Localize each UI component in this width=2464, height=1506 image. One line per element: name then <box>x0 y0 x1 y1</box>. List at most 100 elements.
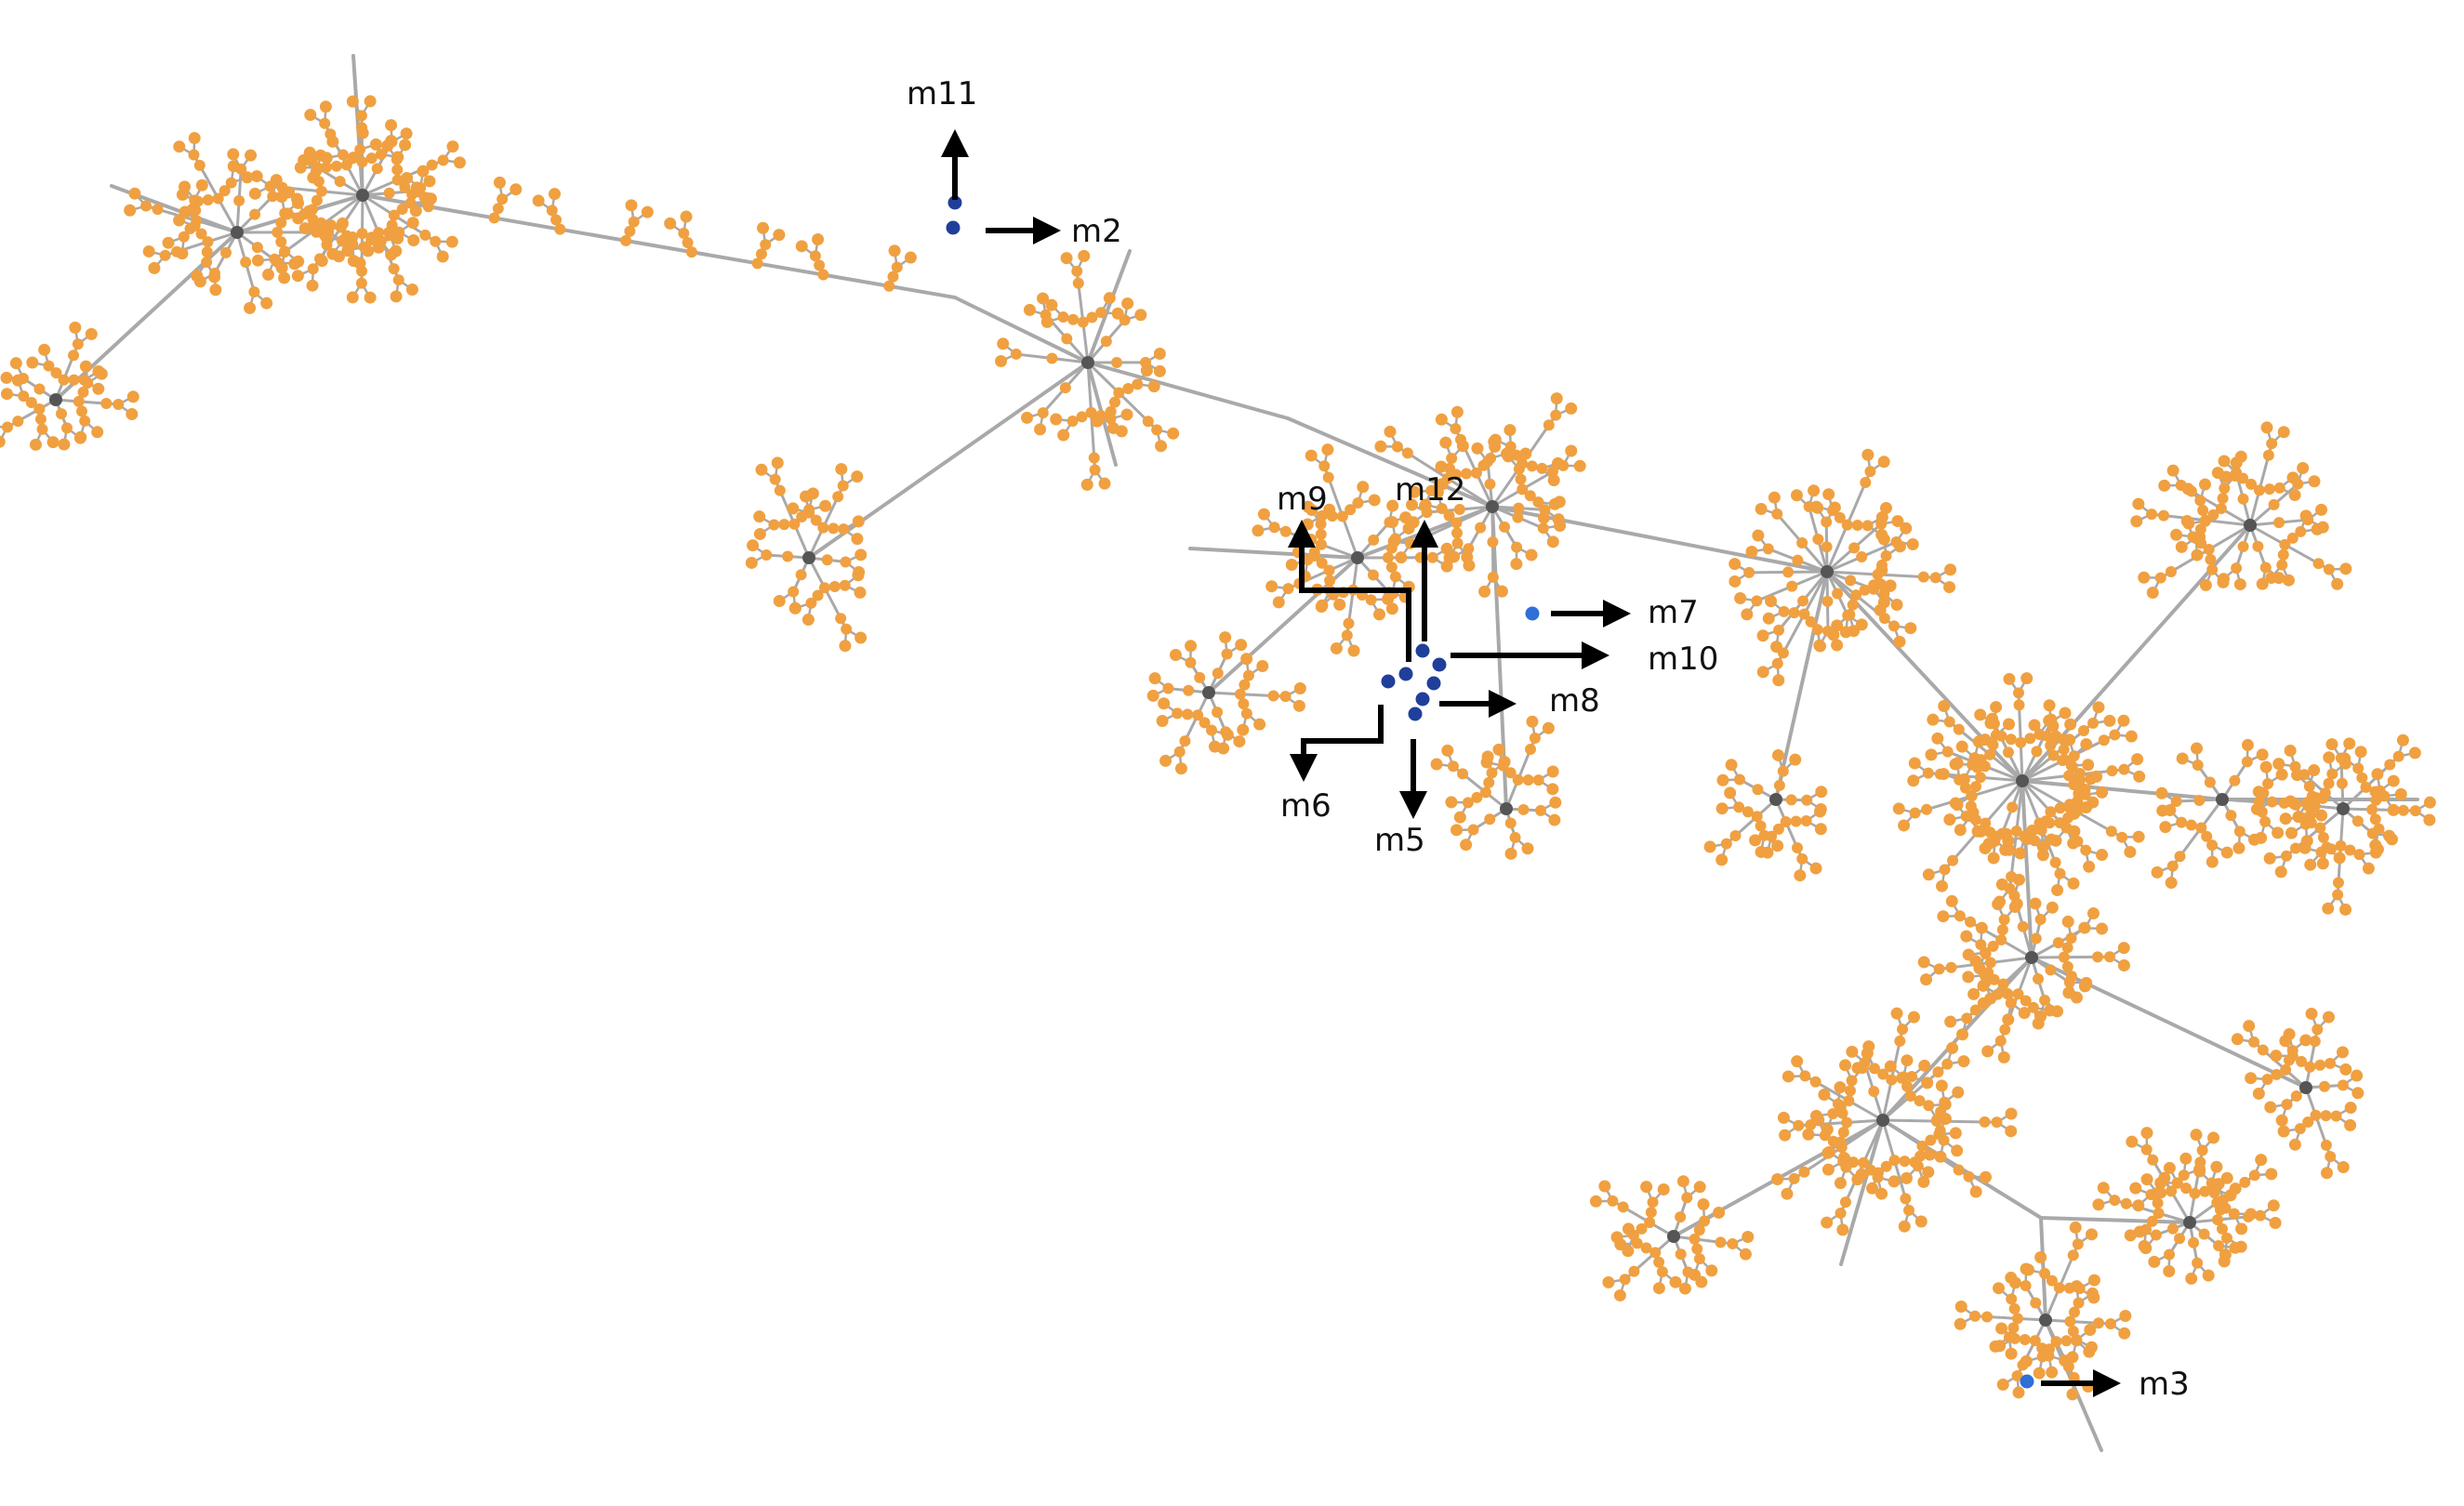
tree-node <box>12 416 24 428</box>
tree-node <box>1492 743 1505 756</box>
tree-node <box>1751 595 1763 607</box>
tree-node <box>2207 1131 2220 1144</box>
tree-node <box>392 274 404 286</box>
tree-node <box>2292 478 2304 490</box>
tree-node <box>2325 1057 2337 1069</box>
tree-node <box>1949 1127 1962 1140</box>
tree-node <box>2310 1109 2322 1121</box>
tree-node <box>2198 1228 2210 1240</box>
tree-node <box>1969 1004 1981 1016</box>
tree-node <box>1697 1197 1710 1210</box>
tree-node <box>2092 701 2105 714</box>
tree-node <box>1532 496 1544 509</box>
tree-node <box>2176 752 2189 765</box>
tree-node <box>1925 1134 1937 1146</box>
tree-node <box>1122 382 1134 394</box>
tree-node <box>1675 1248 1687 1261</box>
tree-node <box>2063 770 2075 782</box>
tree-node <box>1345 504 1357 516</box>
tree-node <box>1519 447 1532 460</box>
tree-node <box>2264 1101 2277 1114</box>
tree-node <box>319 100 332 113</box>
tree-node <box>396 203 408 215</box>
tree-node <box>1782 566 1795 578</box>
annotation-labels: m11 m2 m9 m12 m7 m10 m8 m6 m5 m3 <box>907 75 2190 1403</box>
tree-node <box>1199 717 1211 729</box>
tree-node <box>362 244 375 258</box>
tree-node <box>1554 520 1567 533</box>
tree-node <box>1851 519 1863 531</box>
tree-node <box>291 270 304 283</box>
tree-node <box>1837 1126 1849 1138</box>
tree-node <box>1602 1275 1615 1288</box>
tree-node <box>1756 629 1769 642</box>
tree-node <box>1932 1066 1944 1078</box>
label-m2: m2 <box>1071 213 1122 250</box>
tree-node <box>773 594 786 607</box>
tree-node <box>1886 1074 1898 1086</box>
tree-node <box>251 254 264 267</box>
tree-node <box>1352 496 1364 509</box>
tree-node <box>1742 1231 1755 1244</box>
tree-node <box>2003 1331 2015 1343</box>
tree-node <box>1917 1175 1930 1188</box>
tree-node <box>1627 1229 1639 1241</box>
tree-node <box>231 226 244 239</box>
tree-node <box>1997 978 2009 990</box>
tree-node <box>1343 617 1355 629</box>
tree-node <box>1453 504 1465 516</box>
tree-node <box>835 613 847 625</box>
tree-node <box>1884 1060 1897 1073</box>
tree-node <box>2068 1371 2080 1383</box>
tree-node <box>2165 566 2177 578</box>
tree-node <box>1430 758 1443 771</box>
tree-node <box>1834 511 1846 523</box>
tree-node <box>1524 490 1536 502</box>
tree-node <box>1872 1171 1884 1183</box>
tree-node <box>2092 1198 2105 1211</box>
tree-node <box>2025 951 2038 964</box>
tree-node <box>2197 504 2209 516</box>
tree-node <box>2315 503 2328 516</box>
tree-node <box>2387 803 2400 816</box>
tree-node <box>1923 1100 1935 1112</box>
tree-node <box>2077 725 2089 737</box>
tree-node <box>2362 862 2375 875</box>
tree-node <box>2036 1342 2048 1354</box>
tree-node <box>1974 708 1987 721</box>
tree-node <box>2005 997 2017 1009</box>
tree-node <box>2280 850 2292 862</box>
tree-node <box>801 614 815 627</box>
tree-node <box>60 422 73 434</box>
tree-node <box>1821 516 1833 528</box>
tree-node <box>2263 852 2276 865</box>
tree-node <box>1484 813 1496 826</box>
tree-node <box>1237 723 1250 736</box>
tree-node <box>2105 826 2117 838</box>
tree-node <box>219 185 231 197</box>
tree-node <box>334 176 346 188</box>
tree-node <box>1796 852 1808 865</box>
tree-node <box>202 236 214 248</box>
tree-node <box>2208 1187 2220 1199</box>
tree-node <box>1814 805 1827 818</box>
tree-node <box>2125 730 2138 743</box>
tree-node <box>851 470 864 483</box>
tree-node <box>1729 575 1742 588</box>
tree-node <box>100 398 113 410</box>
tree-node <box>1943 581 1956 594</box>
tree-node <box>1960 930 1973 943</box>
tree-node <box>2191 548 2204 561</box>
tree-node <box>1900 1193 1912 1205</box>
tree-node <box>1546 466 1558 478</box>
arrow-m6 <box>1290 705 1384 782</box>
tree-node <box>307 219 320 232</box>
tree-node <box>1445 796 1458 809</box>
tree-node <box>1880 549 1892 561</box>
tree-node <box>1451 537 1464 549</box>
tree-node <box>1801 794 1813 806</box>
tree-node <box>1504 767 1517 779</box>
tree-node <box>1952 1086 1965 1099</box>
tree-node <box>1984 717 1997 730</box>
tree-node <box>2301 797 2313 809</box>
